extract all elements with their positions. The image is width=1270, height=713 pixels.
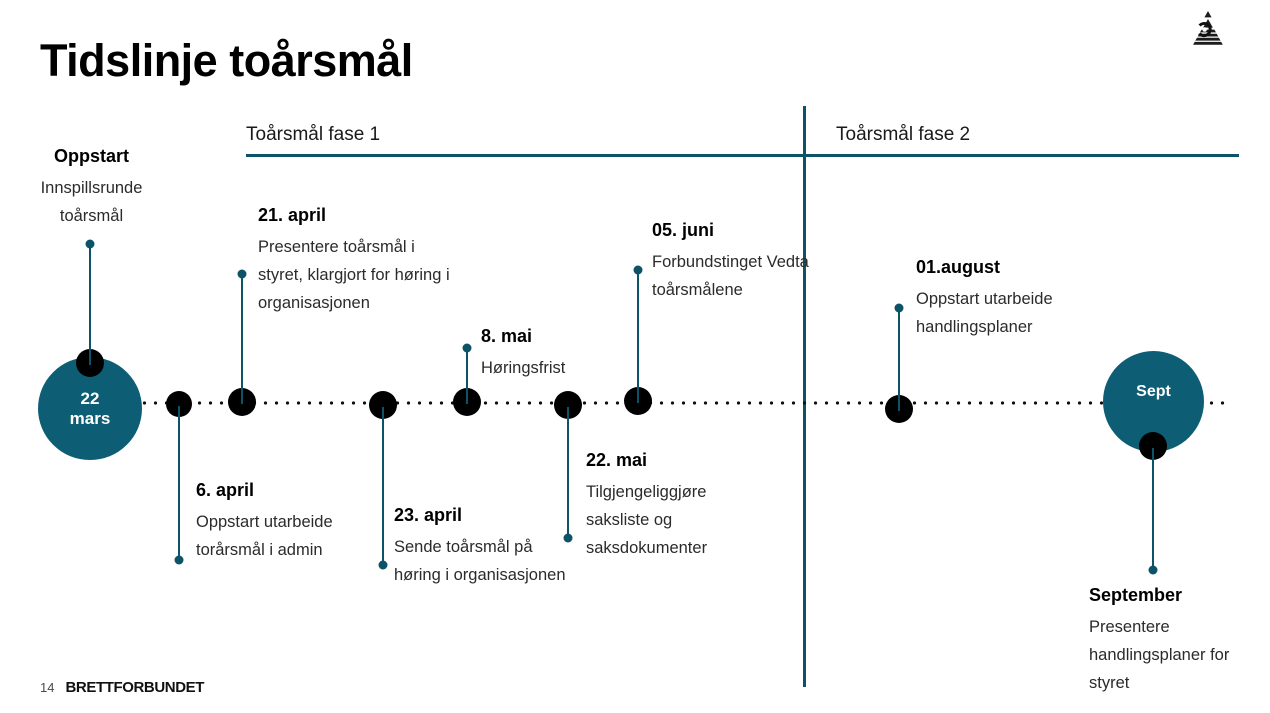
milestone-desc: Oppstart utarbeide handlingsplaner — [916, 289, 1053, 336]
stem-21-april — [241, 274, 243, 404]
milestone-date: 8. mai — [481, 326, 533, 346]
stem-dot-21-april — [237, 269, 247, 279]
milestone-desc: Tilgjengeliggjøre saksliste og saksdokum… — [586, 482, 708, 558]
stem-6-april — [178, 406, 180, 560]
bubble-start-day: 22 — [80, 388, 100, 408]
milestone-date: 05. juni — [652, 220, 715, 240]
stem-dot-6-april — [174, 555, 184, 565]
milestone-date: 22. mai — [586, 450, 648, 470]
milestone-6-april: 6. april Oppstart utarbeide torårsmål i … — [196, 480, 386, 564]
phase-label-1: Toårsmål fase 1 — [246, 124, 381, 145]
stem-dot-8-mai — [462, 343, 472, 353]
stem-05-juni — [637, 270, 639, 403]
milestone-date: September — [1089, 585, 1183, 605]
stem-oppstart — [89, 243, 91, 365]
milestone-desc: Oppstart utarbeide torårsmål i admin — [196, 512, 333, 559]
milestone-oppstart: Oppstart Innspillsrunde toårsmål — [14, 146, 169, 230]
phase-label-2: Toårsmål fase 2 — [836, 124, 971, 145]
milestone-desc: Høringsfrist — [481, 358, 566, 377]
milestone-date: 01.august — [916, 257, 1001, 277]
phase-header-rule — [246, 154, 1239, 157]
stem-23-april — [382, 407, 384, 565]
milestone-desc: Presentere toårsmål i styret, klargjort … — [258, 237, 450, 313]
milestone-desc: Forbundstinget Vedta toårsmålene — [652, 252, 809, 299]
stem-september — [1152, 448, 1154, 570]
milestone-05-juni: 05. juni Forbundstinget Vedta toårsmålen… — [652, 220, 812, 304]
brettforbundet-triangle-logo-icon — [1186, 9, 1230, 49]
bubble-end-caption: Sept — [1136, 383, 1171, 400]
milestone-date: 21. april — [258, 205, 327, 225]
bubble-start-month: mars — [69, 408, 111, 428]
stem-dot-05-juni — [633, 265, 643, 275]
milestone-desc: Innspillsrunde toårsmål — [40, 178, 143, 225]
page-title: Tidslinje toårsmål — [40, 35, 413, 86]
milestone-23-april: 23. april Sende toårsmål på høring i org… — [394, 505, 569, 589]
milestone-date: Oppstart — [53, 146, 129, 166]
stem-01-august — [898, 308, 900, 411]
milestone-01-august: 01.august Oppstart utarbeide handlingspl… — [916, 257, 1116, 341]
milestone-date: 23. april — [394, 505, 463, 525]
stem-8-mai — [466, 348, 468, 404]
milestone-desc: Presentere handlingsplaner for styret — [1089, 617, 1230, 693]
milestone-september: September Presentere handlingsplaner for… — [1089, 585, 1264, 698]
milestone-21-april: 21. april Presentere toårsmål i styret, … — [258, 205, 458, 318]
milestone-date: 6. april — [196, 480, 255, 500]
stem-dot-september — [1148, 565, 1158, 575]
stem-dot-23-april — [378, 560, 388, 570]
footer: 14 BRETTFORBUNDET — [40, 679, 204, 696]
stem-dot-22-mai — [563, 533, 573, 543]
stem-dot-01-august — [894, 303, 904, 313]
milestone-22-mai: 22. mai Tilgjengeliggjøre saksliste og s… — [586, 450, 766, 563]
phase-divider-line — [803, 106, 806, 687]
footer-brand: BRETTFORBUNDET — [65, 679, 205, 696]
milestone-8-mai: 8. mai Høringsfrist — [481, 326, 661, 382]
milestone-desc: Sende toårsmål på høring i organisasjone… — [394, 537, 566, 584]
stem-dot-oppstart — [85, 239, 95, 249]
page-number: 14 — [40, 680, 55, 695]
stem-22-mai — [567, 407, 569, 538]
